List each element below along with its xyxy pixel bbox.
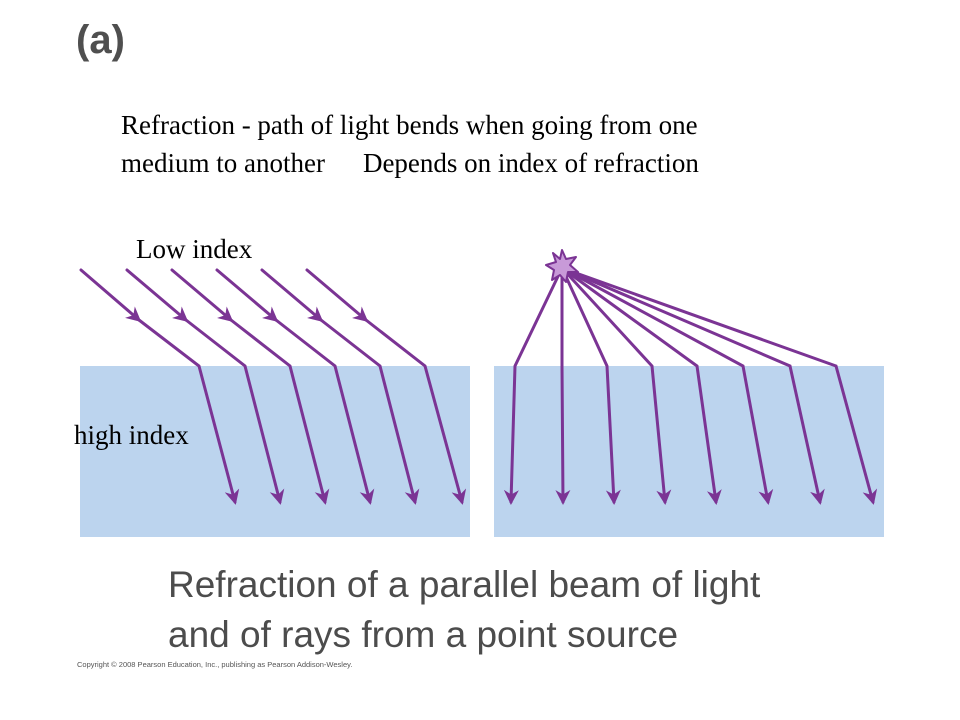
copyright-notice: Copyright © 2008 Pearson Education, Inc.… xyxy=(77,660,353,669)
panel-label: (a) xyxy=(76,18,125,62)
parallel-ray xyxy=(260,268,420,505)
source-ray xyxy=(560,266,672,505)
high-index-medium-right xyxy=(494,366,884,537)
low-index-label: Low index xyxy=(136,234,253,264)
description-medium-text: medium to another xyxy=(121,148,325,178)
point-source-rays xyxy=(503,266,878,505)
description-index-text: Depends on index of refraction xyxy=(362,148,699,178)
source-ray xyxy=(560,266,722,505)
parallel-ray xyxy=(79,268,240,505)
high-index-medium-left xyxy=(80,366,470,537)
star-burst-icon xyxy=(545,249,579,283)
source-ray xyxy=(560,266,825,505)
source-ray xyxy=(560,266,878,505)
caption-line-1: Refraction of a parallel beam of light xyxy=(168,564,761,605)
source-ray xyxy=(555,266,571,505)
parallel-ray xyxy=(125,268,285,505)
parallel-beam xyxy=(79,268,467,505)
figure-caption: Refraction of a parallel beam of light a… xyxy=(168,560,760,660)
parallel-ray xyxy=(305,268,467,505)
source-ray xyxy=(503,266,564,505)
high-index-label: high index xyxy=(74,420,189,450)
parallel-ray xyxy=(170,268,330,505)
description-line-2: medium to another Depends on index of ref… xyxy=(121,144,699,182)
caption-line-2: and of rays from a point source xyxy=(168,614,679,655)
source-ray xyxy=(560,266,774,505)
parallel-ray xyxy=(215,268,375,505)
source-ray xyxy=(560,266,621,505)
description-line-1: Refraction - path of light bends when go… xyxy=(121,110,698,140)
